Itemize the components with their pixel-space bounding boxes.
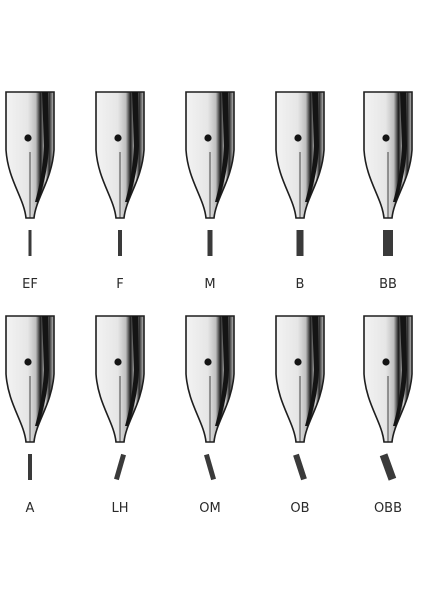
nib-label-f: F <box>116 277 123 292</box>
nib-breather-hole <box>114 134 122 142</box>
nib-shade <box>215 316 229 426</box>
nib-breather-hole <box>294 134 302 142</box>
nib-breather-hole <box>294 358 302 366</box>
nib-bb: BB <box>363 91 413 292</box>
nib-label-ob: OB <box>290 501 309 516</box>
nib-label-om: OM <box>199 501 220 516</box>
nib-breather-hole <box>382 358 390 366</box>
nib-f: F <box>95 91 145 292</box>
stroke-sample-f <box>118 230 122 256</box>
stroke-sample-ef <box>28 230 32 256</box>
nib-breather-hole <box>24 358 32 366</box>
nib-shade <box>35 92 49 202</box>
nib-lh: LH <box>95 315 145 516</box>
stroke-sample-ob <box>293 453 307 481</box>
nib-ef: EF <box>5 91 55 292</box>
nib-breather-hole <box>204 358 212 366</box>
nib-label-obb: OBB <box>374 501 402 516</box>
nib-shade <box>305 316 319 426</box>
nib-label-b: B <box>296 277 305 292</box>
nib-breather-hole <box>204 134 212 142</box>
nib-ob: OB <box>275 315 325 516</box>
nib-shade <box>393 316 407 426</box>
stroke-sample-bb <box>383 230 393 256</box>
nib-obb: OBB <box>363 315 413 516</box>
nib-label-a: A <box>26 501 35 516</box>
stroke-sample-om <box>204 453 216 481</box>
nib-shade <box>305 92 319 202</box>
nib-breather-hole <box>382 134 390 142</box>
nib-breather-hole <box>114 358 122 366</box>
nib-shade <box>393 92 407 202</box>
nib-shade <box>125 316 139 426</box>
nib-breather-hole <box>24 134 32 142</box>
nib-shade <box>125 92 139 202</box>
nib-label-ef: EF <box>22 277 38 292</box>
nib-label-bb: BB <box>379 277 397 292</box>
nib-shade <box>35 316 49 426</box>
stroke-sample-m <box>207 230 213 256</box>
nib-label-lh: LH <box>111 501 128 516</box>
nib-m: M <box>185 91 235 292</box>
stroke-sample-obb <box>379 453 397 481</box>
nib-label-m: M <box>204 277 215 292</box>
stroke-sample-b <box>296 230 304 256</box>
nib-shade <box>215 92 229 202</box>
nib-om: OM <box>185 315 235 516</box>
nib-a: A <box>5 315 55 516</box>
nib-b: B <box>275 91 325 292</box>
stroke-sample-lh <box>114 453 126 481</box>
stroke-sample-a <box>28 454 32 480</box>
